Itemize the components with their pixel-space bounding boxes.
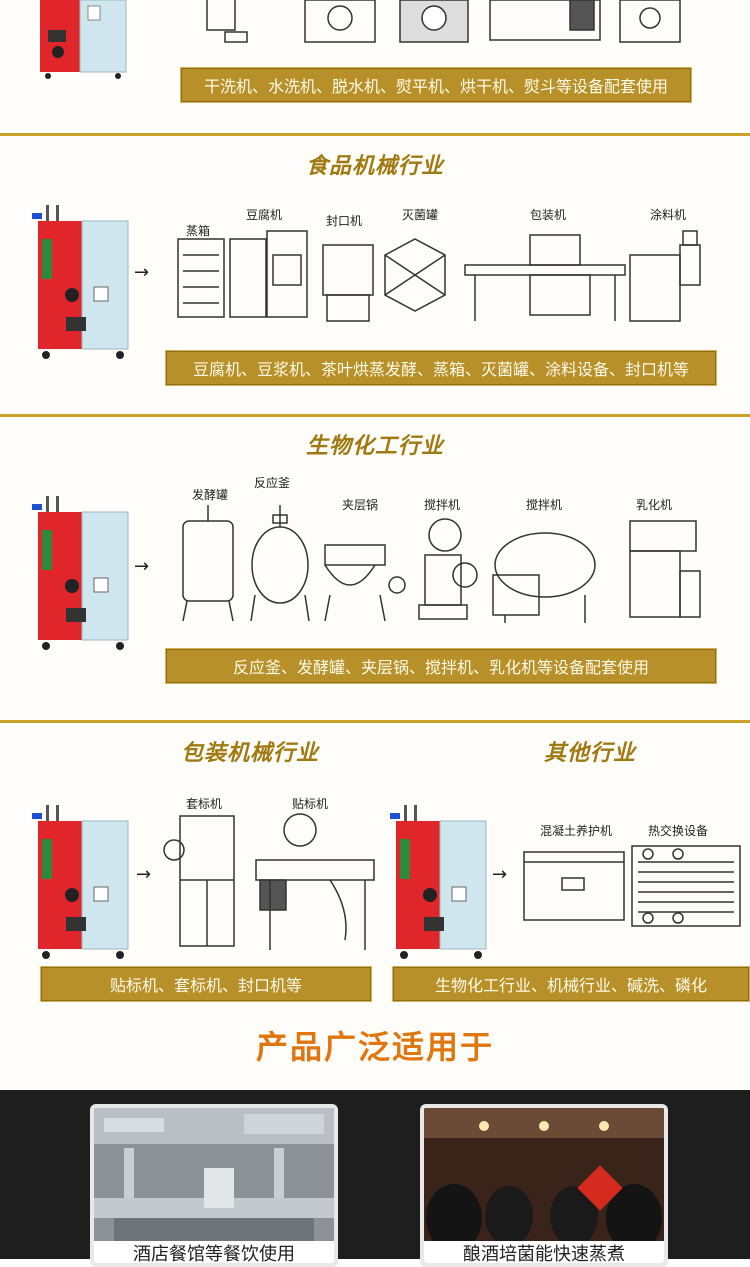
packaging-description-bar: 贴标机、套标机、封口机等 bbox=[40, 966, 372, 1002]
bio-machines-illustration bbox=[175, 505, 715, 627]
machine-label: 蒸箱 bbox=[186, 224, 211, 238]
other-section-title: 其他行业 bbox=[543, 741, 636, 766]
other-description-bar: 生物化工行业、机械行业、碱洗、磷化 bbox=[392, 966, 750, 1002]
laundry-machines-illustration bbox=[195, 0, 695, 48]
wine-cellar-photo: 酿酒培菌能快速蒸煮 bbox=[420, 1104, 668, 1267]
machine-label: 豆腐机 bbox=[246, 208, 283, 222]
steam-boiler-image bbox=[32, 805, 132, 960]
machine-label: 搅拌机 bbox=[424, 498, 461, 512]
machine-label: 包装机 bbox=[530, 208, 567, 222]
main-title: 产品广泛适用于 bbox=[255, 1028, 494, 1066]
section-divider bbox=[0, 720, 750, 723]
food-description-bar: 豆腐机、豆浆机、茶叶烘蒸发酵、蒸箱、灭菌罐、涂料设备、封口机等 bbox=[165, 350, 717, 386]
steam-boiler-image bbox=[32, 496, 132, 651]
laundry-description-bar: 干洗机、水洗机、脱水机、熨平机、烘干机、熨斗等设备配套使用 bbox=[180, 67, 692, 103]
packaging-machines-illustration bbox=[160, 810, 375, 960]
section-divider bbox=[0, 414, 750, 417]
food-machines-illustration bbox=[175, 225, 715, 325]
machine-label: 反应釜 bbox=[254, 476, 291, 490]
machine-label: 乳化机 bbox=[636, 498, 673, 512]
photo-caption: 酒店餐馆等餐饮使用 bbox=[94, 1241, 334, 1263]
steam-boiler-image bbox=[38, 0, 130, 80]
packaging-bar-text: 贴标机、套标机、封口机等 bbox=[109, 976, 302, 995]
machine-label: 套标机 bbox=[186, 797, 223, 811]
steam-boiler-image bbox=[390, 805, 490, 960]
machine-label: 封口机 bbox=[326, 214, 363, 228]
arrow-icon: → bbox=[492, 864, 508, 885]
machine-label: 热交换设备 bbox=[648, 824, 709, 838]
machine-label: 夹层锅 bbox=[342, 498, 379, 512]
machine-label: 发酵罐 bbox=[192, 488, 229, 502]
machine-label: 混凝土养护机 bbox=[540, 824, 613, 838]
machine-label: 灭菌罐 bbox=[402, 208, 439, 222]
arrow-icon: → bbox=[134, 262, 150, 283]
food-bar-text: 豆腐机、豆浆机、茶叶烘蒸发酵、蒸箱、灭菌罐、涂料设备、封口机等 bbox=[192, 360, 689, 379]
bio-bar-text: 反应釜、发酵罐、夹层锅、搅拌机、乳化机等设备配套使用 bbox=[232, 658, 649, 677]
bio-description-bar: 反应釜、发酵罐、夹层锅、搅拌机、乳化机等设备配套使用 bbox=[165, 648, 717, 684]
bio-section-title: 生物化工行业 bbox=[305, 434, 444, 459]
steam-boiler-image bbox=[32, 205, 132, 360]
section-divider bbox=[0, 133, 750, 136]
machine-label: 贴标机 bbox=[292, 797, 329, 811]
machine-label: 搅拌机 bbox=[526, 498, 563, 512]
other-bar-text: 生物化工行业、机械行业、碱洗、磷化 bbox=[434, 976, 707, 995]
arrow-icon: → bbox=[134, 556, 150, 577]
packaging-section-title: 包装机械行业 bbox=[180, 741, 319, 766]
machine-label: 涂料机 bbox=[650, 208, 687, 222]
laundry-bar-text: 干洗机、水洗机、脱水机、熨平机、烘干机、熨斗等设备配套使用 bbox=[203, 77, 668, 96]
other-machines-illustration bbox=[522, 842, 744, 932]
restaurant-kitchen-photo: 酒店餐馆等餐饮使用 bbox=[90, 1104, 338, 1267]
food-section-title: 食品机械行业 bbox=[305, 154, 444, 179]
photo-caption: 酿酒培菌能快速蒸煮 bbox=[424, 1241, 664, 1263]
arrow-icon: → bbox=[136, 864, 152, 885]
